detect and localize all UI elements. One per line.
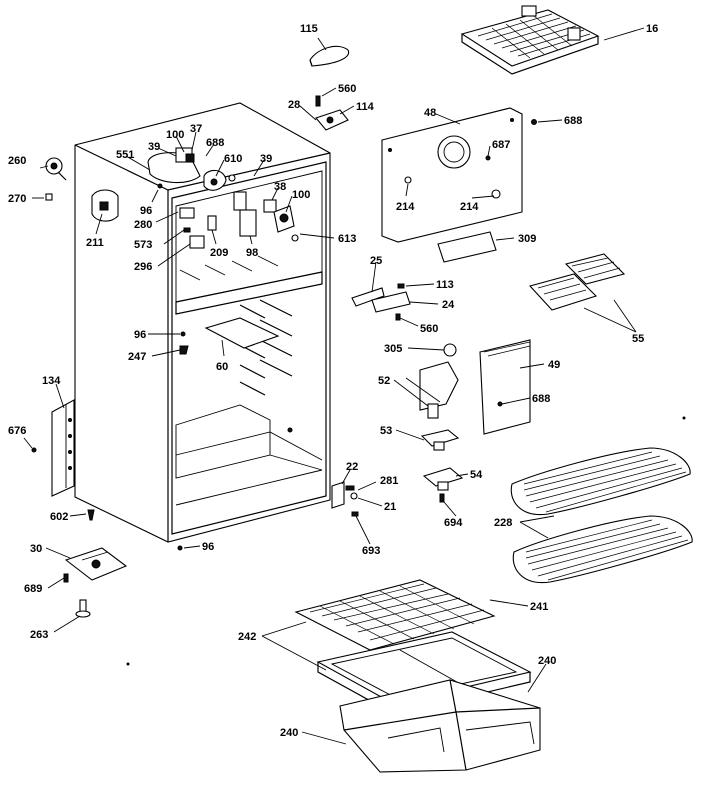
callout: 115 xyxy=(300,23,318,35)
part-28-bracket xyxy=(315,95,349,131)
callout: 30 xyxy=(30,543,42,555)
control-assembly xyxy=(147,147,295,249)
callout: 214 xyxy=(460,201,479,213)
stray-mark xyxy=(682,416,686,420)
callout: 241 xyxy=(530,601,548,613)
callout: 209 xyxy=(210,247,228,259)
callout: 551 xyxy=(116,149,134,161)
callout: 96 xyxy=(140,205,152,217)
callout: 270 xyxy=(8,193,26,205)
callout: 21 xyxy=(384,501,396,513)
part-25-24-brackets xyxy=(351,283,411,321)
callout: 39 xyxy=(260,153,272,165)
part-305-knob xyxy=(443,343,457,357)
callout: 113 xyxy=(436,279,454,291)
callout: 100 xyxy=(166,129,184,141)
callout: 676 xyxy=(8,425,26,437)
callout: 573 xyxy=(134,239,152,251)
part-134-hinge xyxy=(51,399,75,497)
refrigerator-cabinet xyxy=(74,102,331,543)
callout: 240 xyxy=(280,727,298,739)
callout: 309 xyxy=(518,233,536,245)
callout: 560 xyxy=(420,323,438,335)
part-115-cap xyxy=(309,45,350,67)
callout: 39 xyxy=(148,141,160,153)
callout: 688 xyxy=(206,137,224,149)
part-241-glass-shelf xyxy=(294,579,496,651)
callout: 52 xyxy=(378,375,390,387)
callout: 28 xyxy=(288,99,300,111)
callout: 610 xyxy=(224,153,242,165)
callout: 16 xyxy=(646,23,658,35)
callout: 240 xyxy=(538,655,556,667)
callout: 114 xyxy=(356,101,375,113)
callout: 687 xyxy=(492,139,510,151)
callout: 54 xyxy=(470,469,483,481)
callout: 55 xyxy=(632,333,644,345)
callout: 24 xyxy=(442,299,455,311)
callout: 22 xyxy=(346,461,358,473)
callout: 688 xyxy=(532,393,550,405)
callout: 100 xyxy=(292,189,310,201)
callout: 281 xyxy=(380,475,398,487)
part-49-housing xyxy=(479,339,531,435)
part-240-crisper-drawers xyxy=(339,679,541,773)
screw-96-mid xyxy=(180,331,186,337)
callout: 60 xyxy=(216,361,228,373)
callout: 98 xyxy=(246,247,258,259)
callout: 37 xyxy=(190,123,202,135)
callout: 228 xyxy=(494,517,512,529)
callout: 260 xyxy=(8,155,26,167)
callout: 688 xyxy=(564,115,582,127)
part-52-control xyxy=(419,361,459,419)
part-53 xyxy=(420,429,460,451)
part-55-ice-trays xyxy=(528,253,626,311)
part-247 xyxy=(179,345,189,355)
callout: 602 xyxy=(50,511,68,523)
screw-676 xyxy=(31,447,37,453)
part-263-leveler xyxy=(75,599,91,618)
part-16-ice-tray-rack xyxy=(460,5,600,75)
callout: 694 xyxy=(444,517,463,529)
part-260-damper xyxy=(45,157,67,181)
callout: 613 xyxy=(338,233,356,245)
screw-96-bottom xyxy=(177,545,183,551)
callout: 49 xyxy=(548,359,560,371)
callout: 96 xyxy=(202,541,214,553)
stray-mark xyxy=(126,662,130,666)
part-54 xyxy=(422,467,464,503)
leader-lines xyxy=(23,27,645,745)
callout: 263 xyxy=(30,629,48,641)
callout: 296 xyxy=(134,261,152,273)
callout: 280 xyxy=(134,219,152,231)
part-309-panel xyxy=(437,231,497,263)
part-211-cover xyxy=(91,189,119,222)
part-60-shelf xyxy=(204,317,280,349)
callout: 211 xyxy=(86,237,104,249)
callout: 693 xyxy=(362,545,380,557)
screw-689 xyxy=(63,573,69,583)
part-48-evaporator-cover xyxy=(381,107,523,243)
callout: 96 xyxy=(134,329,146,341)
callout: 242 xyxy=(238,631,256,643)
screw-602 xyxy=(87,509,95,521)
callout: 247 xyxy=(128,351,146,363)
callout: 305 xyxy=(384,343,402,355)
callout: 53 xyxy=(380,425,392,437)
part-30-hinge-plate xyxy=(64,547,128,581)
callout: 38 xyxy=(274,181,286,193)
callout: 214 xyxy=(396,201,415,213)
screw-688-top xyxy=(531,119,537,125)
callout: 48 xyxy=(424,107,436,119)
part-callouts: 115 16 560 28 114 48 688 687 39 100 37 6… xyxy=(8,23,658,739)
part-22-21-hinge xyxy=(331,481,359,517)
callout: 25 xyxy=(370,255,382,267)
part-228-wire-shelves xyxy=(510,447,693,584)
part-270 xyxy=(45,193,53,201)
callout: 134 xyxy=(42,375,61,387)
callout: 689 xyxy=(24,583,42,595)
callout: 560 xyxy=(338,83,356,95)
